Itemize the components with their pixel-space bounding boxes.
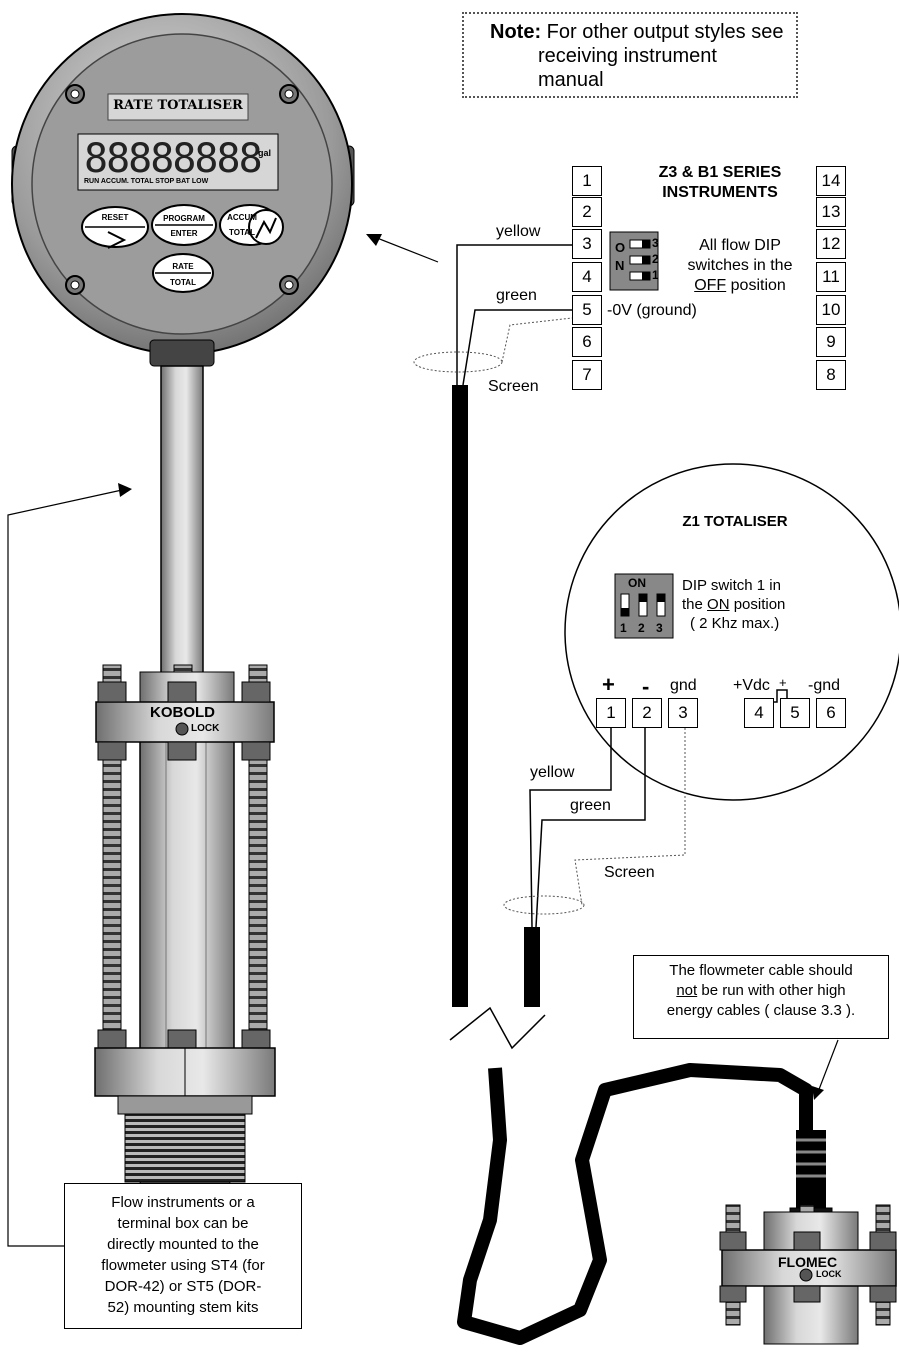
z1-terminal-3: 3: [668, 698, 698, 728]
accum-total-label: TOTAL: [229, 228, 255, 237]
z1-title: Z1 TOTALISER: [682, 513, 788, 530]
z3-terminal-7: 7: [572, 360, 602, 390]
z3-terminal-6: 6: [572, 327, 602, 357]
kobold-brand: KOBOLD: [150, 704, 215, 721]
z3-dip-note-off: OFF: [694, 277, 727, 294]
note-line2: receiving instrument manual: [538, 45, 717, 91]
z1-ngnd-label: -gnd: [808, 677, 841, 694]
z1-note-3: ( 2 Khz max.): [690, 615, 780, 632]
z3-dip-note: All flow DIP switches in the OFF positio…: [670, 236, 810, 296]
z1-note-on: ON: [707, 596, 730, 613]
z1-terminal-6: 6: [816, 698, 846, 728]
z1-terminal-1: 1: [596, 698, 626, 728]
z3-ground-label: -0V (ground): [607, 302, 697, 319]
note-line1: For other output styles see: [541, 21, 784, 43]
z3-wiring: [366, 234, 573, 386]
z3-screen-label: Screen: [488, 378, 539, 395]
z1-dip-num-3: 3: [656, 621, 663, 635]
z3-dip-num-3: 3: [652, 236, 659, 250]
z3-dip-note-3: position: [726, 277, 786, 294]
z3-terminal-14: 14: [816, 166, 846, 196]
z3-dip-note-1: All flow DIP: [699, 237, 781, 254]
totaliser-instrument: [11, 13, 355, 355]
rate-button[interactable]: RATE: [172, 262, 194, 271]
note-box: Note: For other output styles see receiv…: [462, 12, 798, 98]
z1-green-label: green: [570, 797, 611, 814]
z3-dip-switch: [609, 231, 659, 291]
enter-label: ENTER: [170, 229, 198, 238]
z3-terminal-9: 9: [816, 327, 846, 357]
lcd-unit: gal: [258, 148, 272, 158]
cable-callout-l2: be run with other high: [697, 982, 846, 999]
z1-vdc-label: +Vdc: [733, 677, 770, 694]
rate-total-label: TOTAL: [170, 278, 196, 287]
z3-terminal-4: 4: [572, 262, 602, 292]
z1-screen-label: Screen: [604, 864, 655, 881]
program-button[interactable]: PROGRAM: [163, 214, 205, 223]
z3-title: Z3 & B1 SERIES INSTRUMENTS: [640, 163, 800, 203]
z1-terminal-5: 5: [780, 698, 810, 728]
flomec-lock: LOCK: [816, 1269, 842, 1279]
flomec-brand: FLOMEC: [778, 1254, 838, 1270]
z3-terminal-2: 2: [572, 197, 602, 227]
z1-dip-num-1: 1: [620, 621, 627, 635]
z1-note-1: DIP switch 1 in: [682, 577, 781, 594]
z1-dip-on: ON: [628, 576, 646, 590]
mount-callout-l3: directly mounted to the: [107, 1236, 259, 1253]
cable-callout-not: not: [676, 982, 698, 999]
mount-callout-l4: flowmeter using ST4 (for: [101, 1257, 265, 1274]
z3-dip-n: N: [615, 258, 625, 273]
z3-terminal-8: 8: [816, 360, 846, 390]
mount-callout-l1: Flow instruments or a: [111, 1194, 255, 1211]
z1-dip-num-2: 2: [638, 621, 645, 635]
z3-title-line2: INSTRUMENTS: [662, 184, 778, 201]
mount-callout-l6: 52) mounting stem kits: [107, 1299, 259, 1316]
callout-leaders: [7, 483, 839, 1247]
z3-dip-num-2: 2: [652, 252, 659, 266]
reset-button[interactable]: RESET: [101, 213, 129, 222]
z3-terminal-1: 1: [572, 166, 602, 196]
z3-terminal-3: 3: [572, 229, 602, 259]
cable-callout-l3: energy cables ( clause 3.3 ).: [666, 1002, 856, 1019]
z1-minus-label: -: [642, 674, 650, 699]
mounting-callout: Flow instruments or a terminal box can b…: [64, 1183, 302, 1329]
mount-callout-l5: DOR-42) or ST5 (DOR-: [104, 1278, 262, 1295]
note-bold: Note:: [490, 21, 542, 43]
z1-wiring: [503, 728, 686, 928]
z1-note-2a: the: [682, 596, 708, 613]
flomec-fitting: [719, 1130, 897, 1345]
z3-terminal-11: 11: [816, 262, 846, 292]
z3-dip-num-1: 1: [652, 268, 659, 282]
z3-terminal-12: 12: [816, 229, 846, 259]
cables: [449, 385, 813, 1345]
z3-title-line1: Z3 & B1 SERIES: [658, 164, 782, 181]
z1-pulse-plus-label: +: [779, 675, 787, 690]
mount-callout-l2: terminal box can be: [117, 1215, 249, 1232]
z1-terminal-2: 2: [632, 698, 662, 728]
z3-dip-note-2: switches in the: [687, 257, 793, 274]
z3-terminal-10: 10: [816, 295, 846, 325]
cable-callout: The flowmeter cable should not be run wi…: [633, 955, 889, 1039]
display-header: RATE TOTALISER: [113, 98, 243, 113]
mounting-stem: [149, 339, 215, 677]
kobold-lock: LOCK: [191, 723, 220, 734]
z3-dip-o: O: [615, 240, 626, 255]
lcd-indicators: RUN ACCUM. TOTAL STOP BAT LOW: [84, 178, 209, 185]
z1-gnd-label: gnd: [670, 677, 697, 694]
z1-dip-note: DIP switch 1 in the ON position ( 2 Khz …: [682, 576, 785, 633]
lcd-digits: 88888888: [84, 136, 263, 182]
cable-callout-l1: The flowmeter cable should: [669, 962, 853, 979]
z3-terminal-5: 5: [572, 295, 602, 325]
z3-terminal-13: 13: [816, 197, 846, 227]
z1-note-2b: position: [729, 596, 786, 613]
z1-yellow-label: yellow: [530, 764, 575, 781]
flowmeter-body: [94, 664, 276, 1254]
accum-button[interactable]: ACCUM: [227, 213, 257, 222]
z3-green-label: green: [496, 287, 537, 304]
z1-plus-label: +: [602, 672, 615, 697]
z3-yellow-label: yellow: [496, 223, 541, 240]
z1-terminal-4: 4: [744, 698, 774, 728]
